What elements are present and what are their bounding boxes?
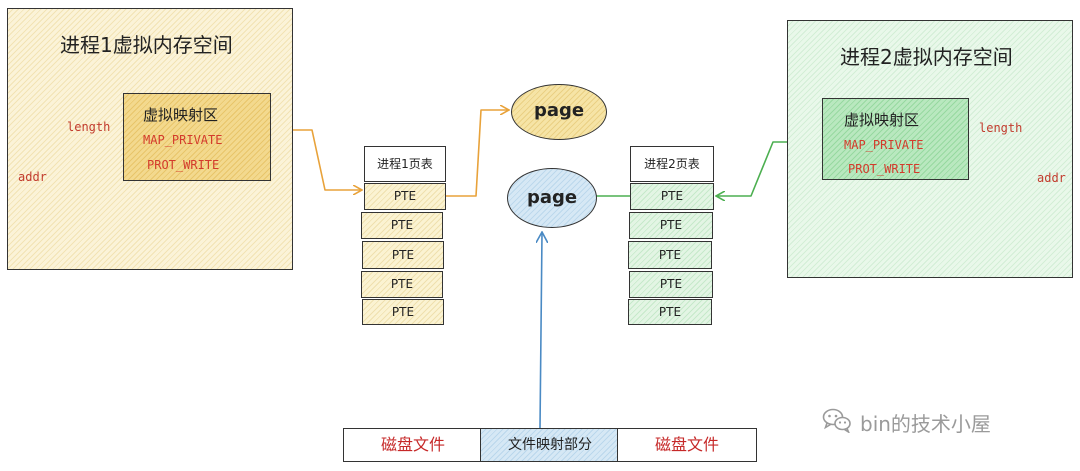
page-table1-entry: PTE [362, 241, 444, 269]
process2-addr-label: addr [1037, 171, 1066, 185]
page-table2-entry: PTE [628, 299, 712, 325]
wechat-icon [822, 407, 852, 437]
watermark: bin的技术小屋 [822, 405, 991, 439]
page-table1-header: 进程1页表 [364, 146, 446, 182]
page-table2-entry: PTE [630, 183, 714, 210]
pte-to-page-top-arrow [445, 110, 508, 197]
page-table2-entry: PTE [629, 271, 713, 298]
disk-file-left: 磁盘文件 [343, 428, 483, 462]
process1-length-label: length [67, 120, 111, 134]
process2-title: 进程2虚拟内存空间 [840, 45, 1013, 69]
process1-vma: 虚拟映射区 MAP_PRIVATE PROT_WRITE [123, 93, 271, 181]
process2-vma-title: 虚拟映射区 [844, 111, 920, 129]
file-mapped-section: 文件映射部分 [480, 428, 620, 462]
file-to-page-bottom-arrow [540, 233, 542, 429]
process2-flag-map-private: MAP_PRIVATE [844, 138, 924, 152]
process1-flag-map-private: MAP_PRIVATE [143, 133, 223, 147]
page-table2-entry: PTE [629, 212, 713, 239]
page-table1-entry: PTE [361, 212, 443, 239]
page-table1-entry: PTE [361, 271, 443, 298]
process2-flag-prot-write: PROT_WRITE [848, 162, 921, 176]
process1-flag-prot-write: PROT_WRITE [147, 158, 220, 172]
process1-addr-label: addr [18, 170, 47, 184]
process1-vma-title: 虚拟映射区 [143, 106, 219, 124]
disk-file-right: 磁盘文件 [617, 428, 757, 462]
watermark-text: bin的技术小屋 [860, 411, 991, 436]
physical-page-shared: page [507, 168, 597, 228]
process1-title: 进程1虚拟内存空间 [60, 33, 233, 57]
process2-vma: 虚拟映射区 MAP_PRIVATE PROT_WRITE [822, 98, 969, 180]
process2-length-label: length [979, 121, 1023, 135]
page-table2-header: 进程2页表 [630, 146, 714, 182]
physical-page-private: page [511, 84, 607, 140]
page-table2-entry: PTE [628, 241, 712, 269]
page-table1-entry: PTE [362, 299, 444, 325]
page-table1-entry: PTE [364, 183, 446, 210]
